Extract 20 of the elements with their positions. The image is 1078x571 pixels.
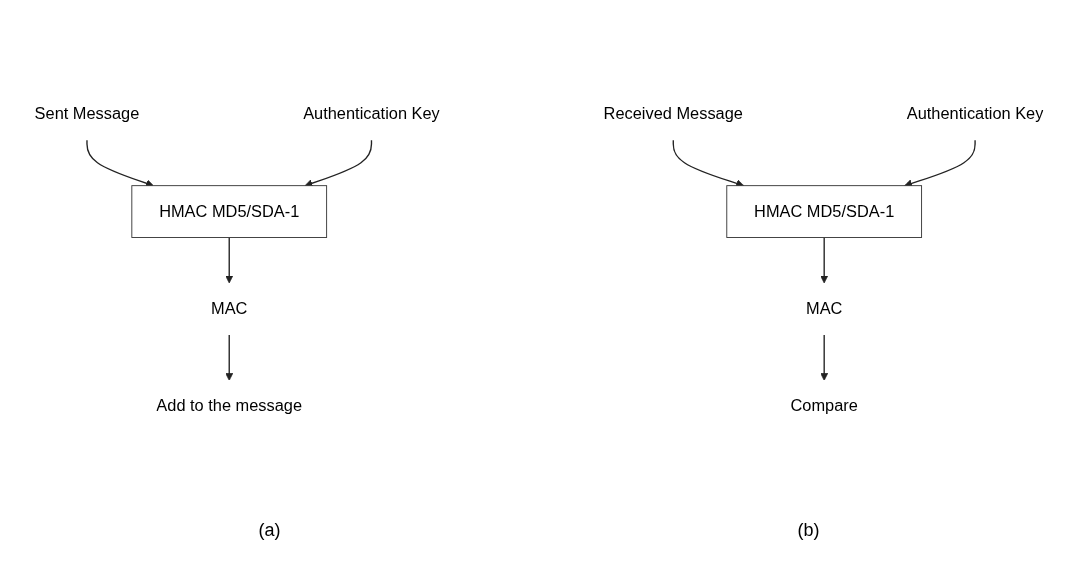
node-text: MAC bbox=[211, 299, 248, 318]
node-box: HMAC MD5/SDA-1 bbox=[726, 184, 923, 238]
arrow bbox=[672, 139, 745, 187]
arrow bbox=[820, 333, 829, 381]
node-box: HMAC MD5/SDA-1 bbox=[131, 184, 328, 238]
arrow bbox=[820, 236, 829, 284]
node-text: Compare bbox=[790, 396, 858, 415]
arrow bbox=[225, 333, 234, 381]
arrow bbox=[86, 139, 154, 187]
arrow bbox=[225, 236, 234, 284]
node-text: Add to the message bbox=[156, 396, 303, 415]
node-text: Authentication Key bbox=[303, 104, 440, 123]
panel-caption: (a) bbox=[258, 520, 281, 541]
node-text: Sent Message bbox=[34, 104, 140, 123]
panel-caption: (b) bbox=[797, 520, 820, 541]
node-text: Authentication Key bbox=[906, 104, 1044, 123]
node-text: Received Message bbox=[603, 104, 743, 123]
arrow bbox=[304, 139, 373, 187]
arrow bbox=[904, 139, 976, 187]
node-text: MAC bbox=[805, 299, 843, 318]
